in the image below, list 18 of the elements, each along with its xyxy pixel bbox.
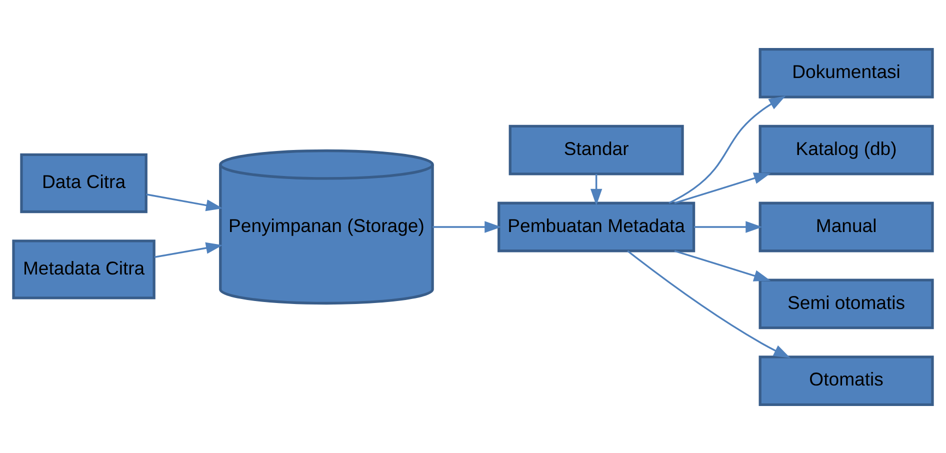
node-box: Otomatis xyxy=(758,355,934,406)
arrow xyxy=(146,193,223,211)
arrow xyxy=(432,220,502,232)
arrow xyxy=(668,95,786,204)
node-box: Semi otomatis xyxy=(758,278,934,329)
node-box: Data Citra xyxy=(20,152,148,213)
arrow xyxy=(674,250,771,281)
node-box: Dokumentasi xyxy=(758,47,934,98)
node-box: Metadata Citra xyxy=(12,239,156,299)
arrow xyxy=(627,250,790,358)
node-box: Pembuatan Metadata xyxy=(498,201,696,252)
node-box: Manual xyxy=(758,201,934,252)
node-box: Standar xyxy=(508,124,684,175)
node-box: Katalog (db) xyxy=(758,124,934,175)
arrow xyxy=(694,220,762,232)
arrow xyxy=(674,172,771,204)
arrow xyxy=(154,242,223,258)
arrow xyxy=(590,174,602,206)
